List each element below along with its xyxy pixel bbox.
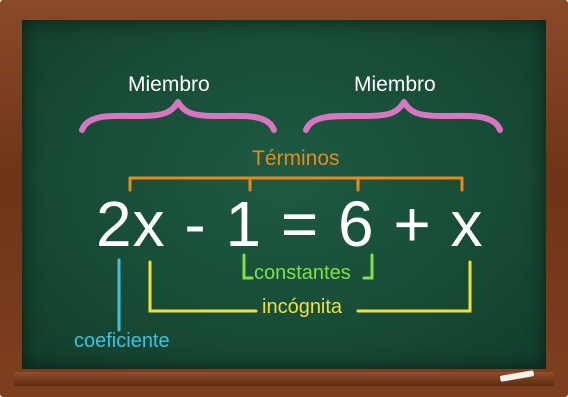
miembro-right-brace: [303, 99, 503, 133]
incognita-label: incógnita: [262, 296, 343, 318]
coeficiente-label: coeficiente: [74, 330, 170, 352]
equation: 2x - 1 = 6 + x: [96, 188, 484, 260]
terminos-bracket: [128, 176, 464, 192]
incognita-bracket: [148, 260, 472, 313]
constantes-bracket: [242, 253, 374, 280]
miembro-right-label: Miembro: [354, 73, 436, 96]
terminos-label: Términos: [252, 147, 340, 170]
chalk-tray: [14, 372, 554, 386]
miembro-left-label: Miembro: [128, 73, 210, 96]
constantes-label: constantes: [254, 262, 351, 284]
miembro-left-brace: [79, 99, 277, 133]
